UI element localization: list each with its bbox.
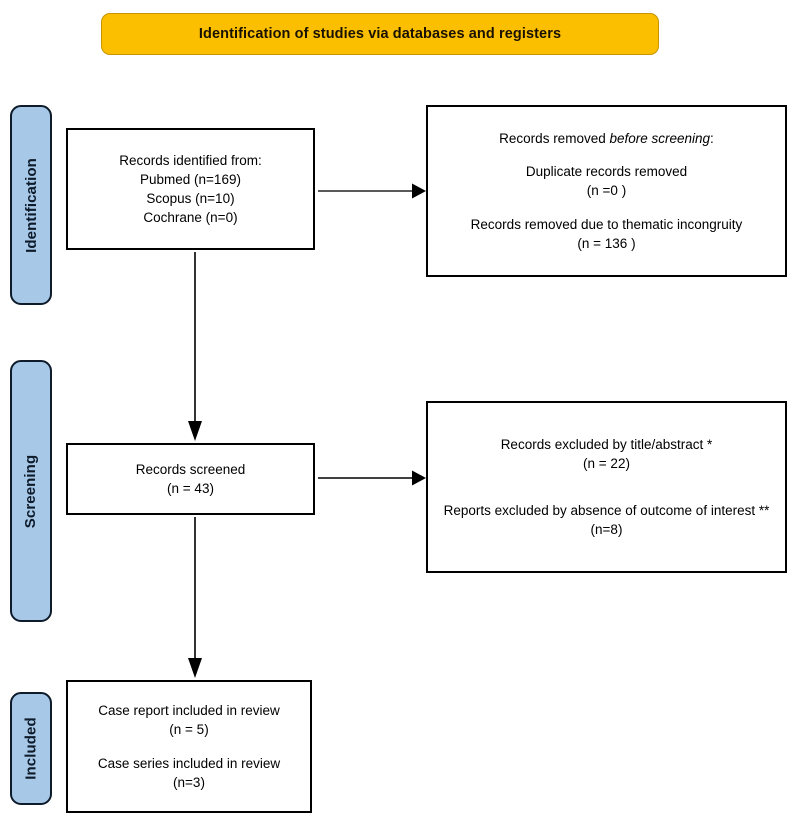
box-records-excluded: Records excluded by title/abstract * (n … xyxy=(426,401,787,573)
arrow-screened-to-included xyxy=(188,517,202,678)
thematic-incongruity-count: (n = 136 ) xyxy=(577,235,636,251)
case-series-included-count: (n=3) xyxy=(173,774,205,790)
records-removed-heading-suffix: : xyxy=(710,131,714,147)
stage-label-identification: Identification xyxy=(10,105,52,305)
box-records-removed: Records removed before screening: Duplic… xyxy=(426,105,787,277)
excluded-title-abstract-count: (n = 22) xyxy=(583,455,630,471)
box-records-identified: Records identified from: Pubmed (n=169) … xyxy=(66,128,315,250)
records-identified-title: Records identified from: xyxy=(119,152,262,168)
records-removed-heading-emphasis: before screening xyxy=(609,131,711,147)
records-removed-heading: Records removed before screening: xyxy=(499,129,714,148)
records-removed-heading-prefix: Records removed xyxy=(499,131,610,147)
excluded-outcome-count: (n=8) xyxy=(590,522,623,538)
excluded-outcome-label: Reports excluded by absence of outcome o… xyxy=(443,503,770,518)
records-screened-count: (n = 43) xyxy=(167,481,214,496)
thematic-incongruity-label: Records removed due to thematic incongru… xyxy=(470,216,743,232)
stage-label-included-text: Included xyxy=(22,717,40,780)
stage-label-screening-text: Screening xyxy=(22,454,40,528)
excluded-title-abstract-label: Records excluded by title/abstract * xyxy=(500,436,713,452)
case-series-included-label: Case series included in review xyxy=(97,755,281,771)
duplicate-records-removed-count: (n =0 ) xyxy=(586,183,627,199)
case-report-included-label: Case report included in review xyxy=(98,703,280,719)
stage-label-included: Included xyxy=(10,692,52,805)
duplicate-records-removed-label: Duplicate records removed xyxy=(525,164,688,180)
records-screened-label: Records screened xyxy=(135,461,246,477)
diagram-title: Identification of studies via databases … xyxy=(198,26,562,42)
box-studies-included: Case report included in review (n = 5) C… xyxy=(66,680,312,813)
arrow-identified-to-removed xyxy=(318,183,426,199)
stage-label-identification-text: Identification xyxy=(22,157,40,253)
arrow-identified-to-screened xyxy=(188,252,202,441)
source-cochrane: Cochrane (n=0) xyxy=(143,210,238,226)
stage-label-screening: Screening xyxy=(10,360,52,622)
source-pubmed: Pubmed (n=169) xyxy=(140,171,241,187)
arrow-screened-to-excluded xyxy=(318,470,426,486)
case-report-included-count: (n = 5) xyxy=(169,722,209,738)
box-records-screened: Records screened (n = 43) xyxy=(66,443,315,515)
source-scopus: Scopus (n=10) xyxy=(146,191,235,206)
diagram-header-banner: Identification of studies via databases … xyxy=(101,13,659,55)
